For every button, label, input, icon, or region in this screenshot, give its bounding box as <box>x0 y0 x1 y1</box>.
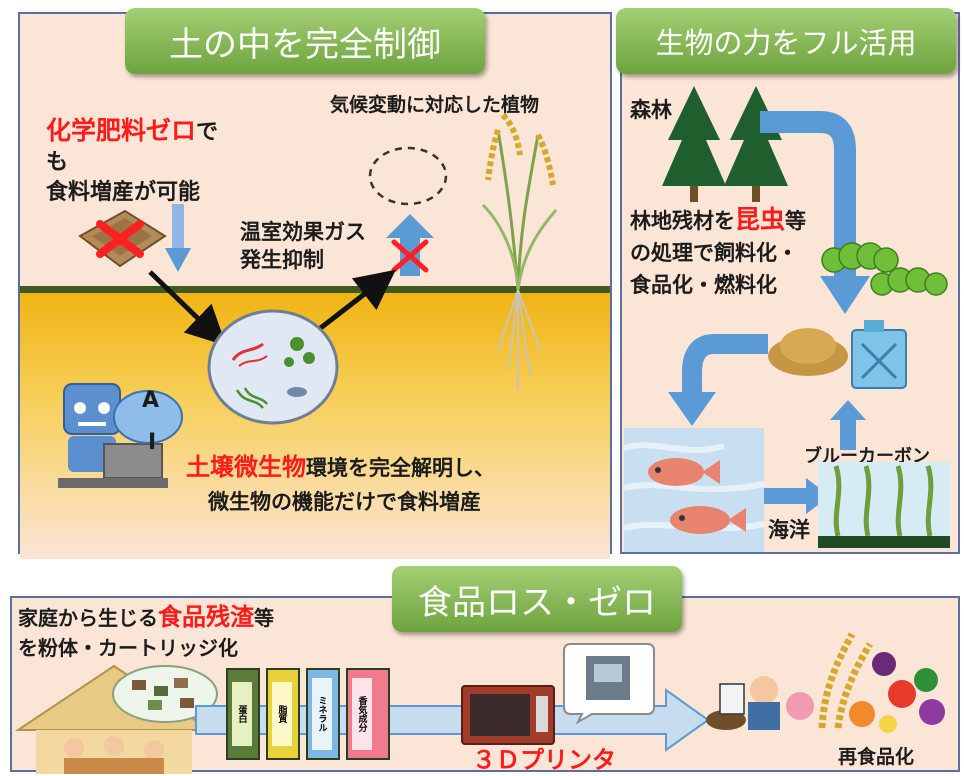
ocean-label: 海洋 <box>768 518 810 542</box>
seaweed-icon <box>818 462 950 548</box>
bio-panel-title: 生物の力をフル活用 <box>616 8 956 74</box>
ai-robot-icon <box>58 383 168 488</box>
gas-up-arrow-icon <box>386 214 434 276</box>
microbe-text: 土壌微生物環境を完全解明し、 微生物の機能だけで食料増産 <box>186 450 495 519</box>
microbe-dish-icon <box>207 309 339 425</box>
microbe-rest: 環境を完全解明し、 <box>306 456 495 480</box>
cartridge-mineral-label: ミネラル <box>312 678 332 750</box>
food-scraps-icon <box>112 665 218 723</box>
fertilizer-down-arrow-icon <box>165 204 191 272</box>
process-line2: の処理で飼料化・ <box>630 241 798 265</box>
ghg-line2: 発生抑制 <box>240 248 324 272</box>
blue-carbon-label: ブルーカーボン <box>804 446 930 467</box>
microbe-line2: 微生物の機能だけで食料増産 <box>208 490 481 514</box>
ai-letter-a: A <box>142 388 160 413</box>
fuel-can-icon <box>851 320 907 389</box>
insect-highlight: 昆虫 <box>735 205 786 234</box>
process-line3: 食品化・燃料化 <box>630 273 777 297</box>
cartridge-aroma: 香気成分 <box>346 668 390 760</box>
cartridge-fat-label: 脂質 <box>272 682 292 746</box>
cartridge-aroma-label: 香気成分 <box>352 678 372 750</box>
residue-highlight: 食品残渣 <box>158 603 254 631</box>
insect-text: 林地残材を昆虫等 の処理で飼料化・ 食品化・燃料化 <box>630 204 806 301</box>
printer-3d-icon <box>563 643 655 725</box>
ai-bubble-icon <box>113 390 183 444</box>
insect-larvae-icon <box>821 242 948 296</box>
cartridge-protein: 蛋白 <box>226 668 260 760</box>
cartridge-row: 蛋白 脂質 ミネラル 香気成分 <box>226 668 402 762</box>
forest-trees-icon <box>662 86 788 202</box>
fertilizer-bag-icon <box>78 209 167 268</box>
residue-post: 等 <box>254 606 274 630</box>
ghg-text: 温室効果ガス 発生抑制 <box>240 218 366 274</box>
insect-pre: 林地残材を <box>630 209 735 233</box>
food-variety-icon <box>706 632 945 733</box>
insect-post: 等 <box>785 209 807 233</box>
microwave-icon <box>461 685 555 745</box>
fish-icon <box>623 428 765 552</box>
ai-letter-i: I <box>148 430 157 455</box>
feed-pile-icon <box>768 328 848 376</box>
gas-cloud-icon <box>368 146 448 206</box>
forest-to-insect-arrow <box>760 111 870 314</box>
cartridge-mineral: ミネラル <box>306 668 340 760</box>
climate-plant-label: 気候変動に対応した植物 <box>330 94 540 116</box>
rice-plant-icon <box>481 112 558 390</box>
soil-panel-title: 土の中を完全制御 <box>125 8 485 74</box>
residue-text: 家庭から生じる食品残渣等 を粉体・カートリッジ化 <box>18 602 274 663</box>
fertilizer-rest: で <box>196 120 219 145</box>
fertilizer-line2: も <box>46 150 69 175</box>
feed-to-fish-arrow <box>668 334 768 426</box>
cartridge-fat: 脂質 <box>266 668 300 760</box>
cartridge-protein-label: 蛋白 <box>232 682 252 746</box>
fertilizer-text: 化学肥料ゼロで も 食料増産が可能 <box>46 116 218 208</box>
microbe-highlight: 土壌微生物 <box>186 453 306 481</box>
bluecarbon-up-arrow <box>830 400 866 450</box>
fertilizer-line3: 食料増産が可能 <box>46 180 201 205</box>
reuse-label: 再食品化 <box>838 746 915 768</box>
fertilizer-highlight: 化学肥料ゼロ <box>46 116 197 145</box>
printer-3d-label: ３Ｄプリンタ <box>472 746 616 774</box>
residue-pre: 家庭から生じる <box>18 606 158 630</box>
forest-label: 森林 <box>630 98 672 122</box>
food-loss-panel-title: 食品ロス・ゼロ <box>392 566 682 632</box>
residue-line2: を粉体・カートリッジ化 <box>18 636 238 660</box>
ocean-to-seaweed-arrow <box>764 478 830 514</box>
ghg-line1: 温室効果ガス <box>240 220 366 244</box>
